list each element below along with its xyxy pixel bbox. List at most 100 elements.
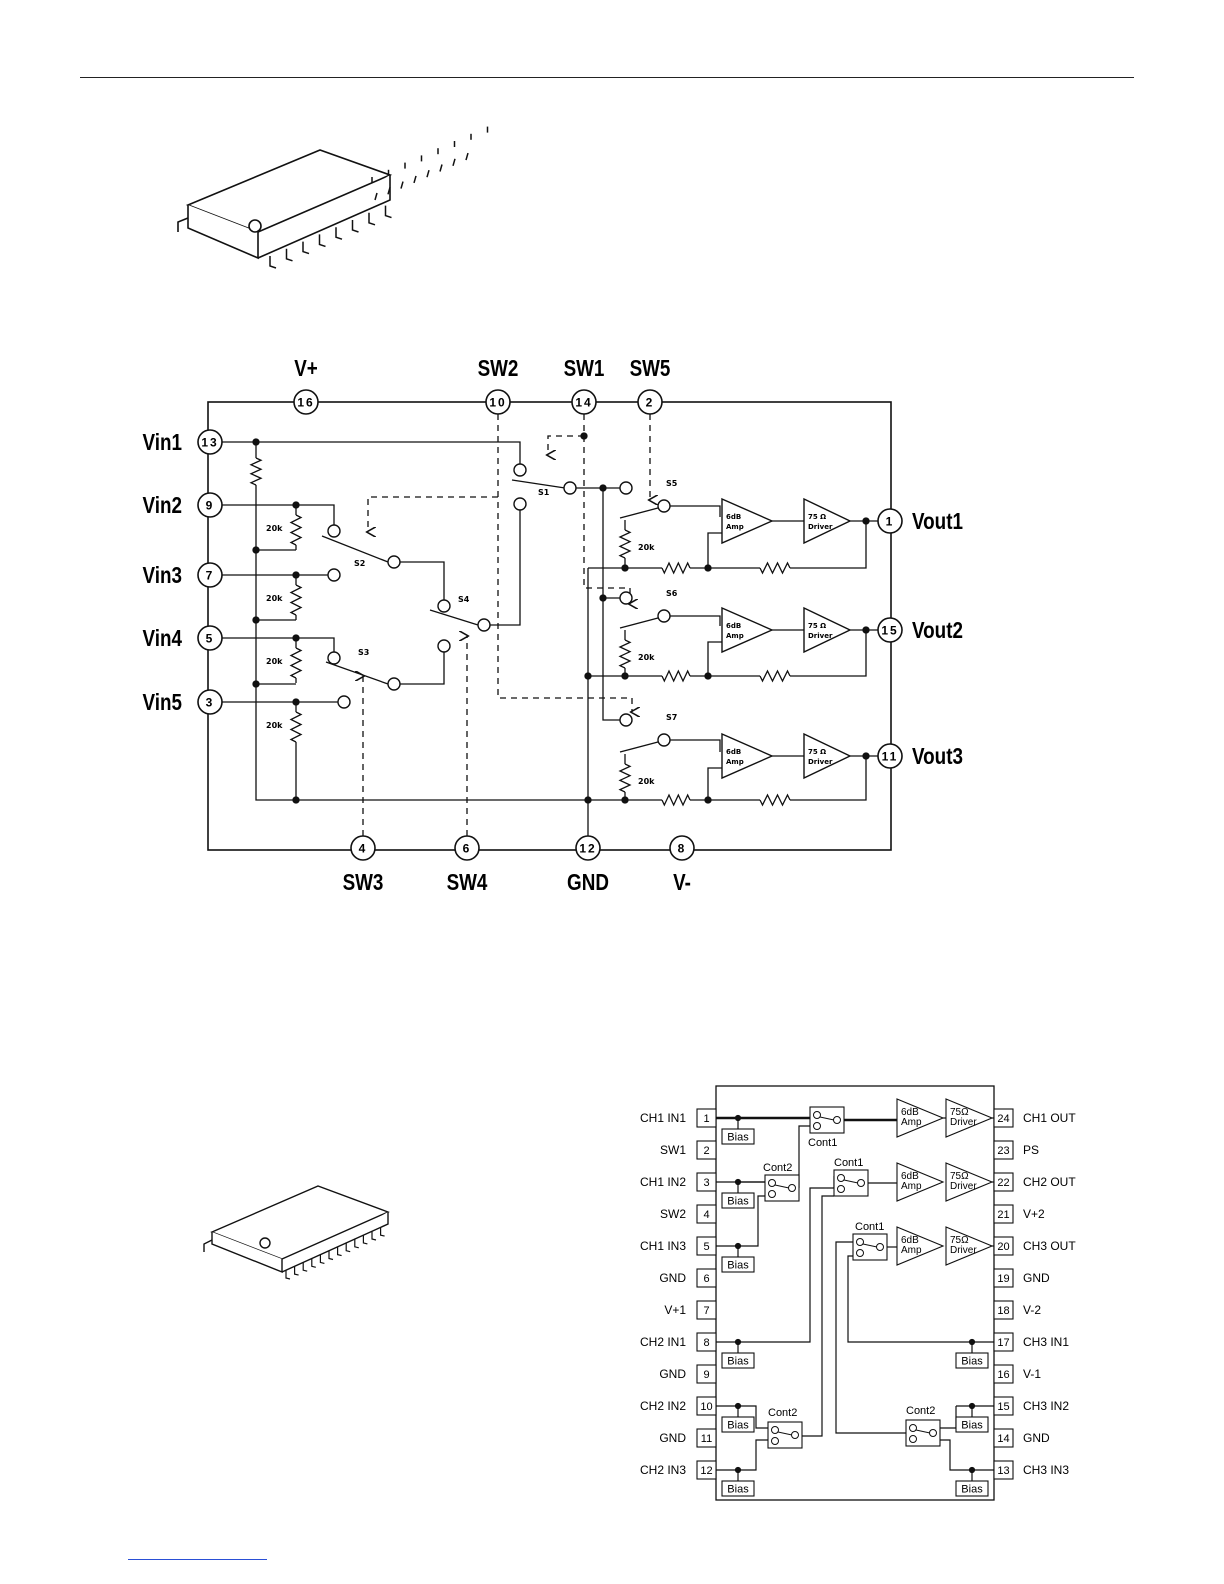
switch-label: Cont2: [763, 1162, 792, 1174]
bias-label: Bias: [727, 1196, 749, 1208]
pin-vplus: 16: [293, 389, 319, 415]
pin-label-sw4: SW4: [447, 870, 488, 895]
pin-number: 15: [881, 624, 898, 638]
switch-terminal: [337, 695, 351, 709]
pin-label: GND: [1023, 1431, 1050, 1445]
pin-number: 24: [997, 1113, 1009, 1125]
pin-label: CH2 IN1: [640, 1335, 686, 1349]
junction-dot: [621, 796, 629, 804]
bias-block: Bias: [955, 1480, 989, 1497]
block-label-line1: 6dB: [726, 513, 741, 521]
pin-number: 6: [463, 842, 472, 856]
switch-terminal: [327, 651, 341, 665]
pin-number: 13: [201, 436, 218, 450]
ic-outline-2: [715, 1085, 995, 1501]
junction-dot: [252, 616, 260, 624]
bias-block: Bias: [721, 1256, 755, 1273]
resistor-20k-label: 20k: [266, 657, 283, 666]
block-label-line2: Amp: [901, 1245, 922, 1256]
switch-terminal: [387, 677, 401, 691]
pin-number: 13: [997, 1465, 1009, 1477]
pin-number: 11: [701, 1433, 712, 1445]
pin-number: 20: [997, 1241, 1009, 1253]
pin-number: 8: [678, 842, 687, 856]
pin-label: V-2: [1023, 1303, 1041, 1317]
block-label-line2: Driver: [808, 523, 833, 531]
block-label-line1: 6dB: [726, 748, 741, 756]
resistor: [618, 529, 632, 559]
bias-block: Bias: [721, 1128, 755, 1145]
pin-vin1: 13: [197, 429, 223, 455]
switch-s2-label: S2: [354, 559, 365, 568]
pin-label: CH3 OUT: [1023, 1239, 1076, 1253]
pin-7-left: 7V+1: [664, 1300, 717, 1320]
pin-sw3: 4: [350, 835, 376, 861]
block-label-line1: 6dB: [901, 1171, 919, 1182]
bias-label: Bias: [727, 1484, 749, 1496]
switch-label: Cont2: [906, 1405, 935, 1417]
bias-label: Bias: [961, 1356, 983, 1368]
control-switch: Cont1: [833, 1157, 869, 1197]
pin-number: 16: [297, 396, 314, 410]
ssop24-package-icon: [203, 1185, 390, 1280]
junction-dot: [599, 594, 607, 602]
switch-terminal: [387, 555, 401, 569]
switch-terminal: [657, 609, 671, 623]
block-label-line1: 75Ω: [950, 1171, 969, 1182]
pin-label-vminus: V-: [673, 870, 691, 895]
resistor: [759, 793, 791, 807]
control-switch: Cont2: [905, 1405, 941, 1447]
pin-label-vplus: V+: [294, 356, 318, 381]
switch-terminal: [477, 618, 491, 632]
block-label-line2: Driver: [808, 758, 833, 766]
junction-dot: [584, 796, 592, 804]
pin-label: CH2 IN3: [640, 1463, 686, 1477]
bias-block: Bias: [721, 1416, 755, 1433]
switch-s7-label: S7: [666, 713, 677, 722]
bias-label: Bias: [727, 1356, 749, 1368]
resistor-20k-label: 20k: [638, 653, 655, 662]
pin-vout2: 15: [877, 617, 903, 643]
bias-block: Bias: [955, 1416, 989, 1433]
pin-20-right: 20 CH3 OUT: [993, 1236, 1076, 1256]
pin-vin5: 3: [197, 689, 223, 715]
pin-label-vout1: Vout1: [912, 509, 963, 534]
pin-number: 5: [703, 1241, 709, 1253]
block-label-line2: Driver: [950, 1117, 977, 1128]
pin-number: 7: [703, 1305, 709, 1317]
pin-vin4: 5: [197, 625, 223, 651]
pin-label-vin2: Vin2: [143, 493, 182, 518]
resistor: [661, 561, 691, 575]
pin-label-vout2: Vout2: [912, 618, 963, 643]
pin-vin2: 9: [197, 492, 223, 518]
block-label-line2: Amp: [726, 523, 744, 531]
pin-number: 1: [886, 515, 895, 529]
pin-number: 4: [359, 842, 368, 856]
pin-sw5: 2: [637, 389, 663, 415]
switch-label: Cont2: [768, 1407, 797, 1419]
pin-label: V-1: [1023, 1367, 1041, 1381]
pin-number: 2: [646, 396, 655, 410]
pin-number: 10: [700, 1401, 712, 1413]
pin-gnd: 12: [575, 835, 601, 861]
bias-label: Bias: [961, 1484, 983, 1496]
pin-number: 4: [703, 1209, 709, 1221]
resistor: [618, 763, 632, 793]
junction-dot: [252, 680, 260, 688]
